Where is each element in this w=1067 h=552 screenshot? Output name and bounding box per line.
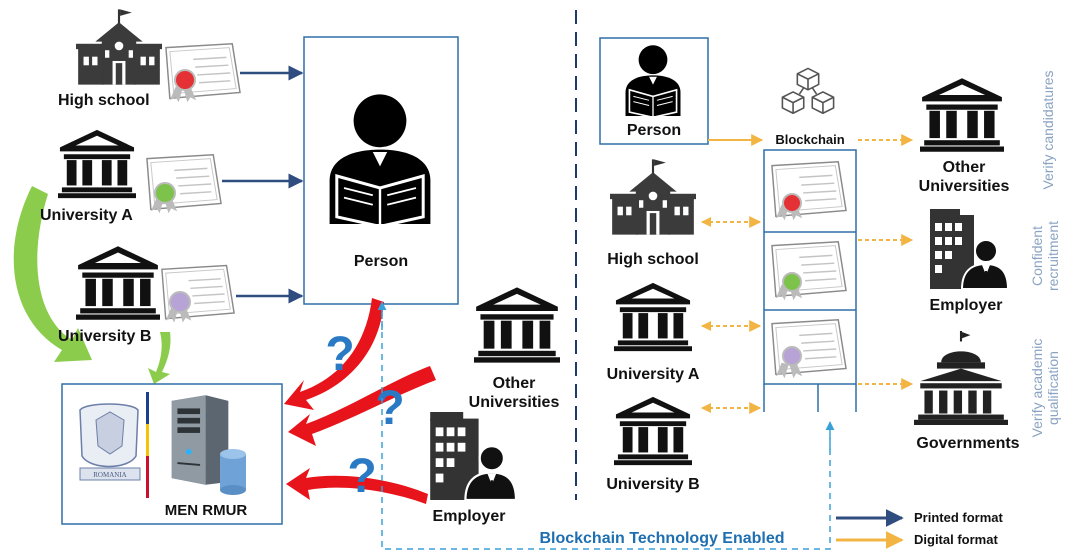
seal-purple-icon <box>782 346 802 366</box>
seal-red-icon <box>174 69 196 91</box>
other-universities-icon <box>474 287 560 363</box>
footer-dashed-line <box>381 310 831 550</box>
green-arrow <box>13 186 92 362</box>
certificate-icon <box>771 240 847 302</box>
flag-stripe-blue <box>146 392 149 424</box>
question-mark: ? <box>347 450 376 503</box>
verify-academic-qualification-label: Verify academic qualification <box>1029 338 1061 438</box>
other-universities-label-right: Other Universities <box>918 159 1010 195</box>
flag-stripe-yellow <box>146 424 149 456</box>
university-a-label-right: University A <box>606 366 700 383</box>
green-arrow <box>148 332 171 384</box>
high-school-label-right: High school <box>607 251 699 268</box>
verify-candidatures-label: Verify candidatures <box>1040 70 1056 190</box>
governments-icon <box>914 331 1008 425</box>
seal-red-icon <box>782 193 802 213</box>
governments-label: Governments <box>916 435 1020 452</box>
database-icon <box>220 449 246 495</box>
university-b-label: University B <box>58 328 152 345</box>
seal-purple-icon <box>169 291 191 313</box>
certificate-icon <box>771 160 847 222</box>
crest-label: ROMANIA <box>93 471 126 479</box>
university-b-icon <box>614 396 692 466</box>
university-a-label: University A <box>40 207 133 224</box>
person-label-right: Person <box>626 122 682 139</box>
employer-label-right: Employer <box>929 297 1003 314</box>
question-mark: ? <box>375 382 404 435</box>
employer-icon <box>429 412 516 500</box>
seal-green-icon <box>782 272 802 292</box>
red-arrow <box>286 468 428 504</box>
seal-green-icon <box>154 182 176 204</box>
high-school-icon <box>76 9 162 85</box>
red-arrow <box>288 366 436 446</box>
employer-label: Employer <box>432 508 506 525</box>
employer-icon <box>928 208 1008 290</box>
other-universities-icon <box>920 78 1004 152</box>
ministry-label: MEN RMUR <box>164 502 248 519</box>
person-label: Person <box>353 253 409 270</box>
university-b-icon <box>76 246 160 320</box>
university-a-icon <box>58 129 136 199</box>
high-school-label: High school <box>58 92 150 109</box>
certificate-icon <box>771 318 847 380</box>
legend-printed-label: Printed format <box>914 510 1003 525</box>
certificate-icon <box>146 153 222 215</box>
blockchain-cubes-icon <box>781 67 835 115</box>
romania-crest-icon: ROMANIA <box>79 403 141 481</box>
high-school-icon <box>610 159 696 235</box>
server-icon <box>170 394 230 486</box>
question-mark: ? <box>325 328 354 381</box>
other-universities-label: Other Universities <box>468 375 560 411</box>
confident-recruitment-label: Confident recruitment <box>1029 220 1061 292</box>
university-a-icon <box>614 282 692 352</box>
red-arrow <box>284 298 384 410</box>
blockchain-label: Blockchain <box>775 132 845 147</box>
footer-label: Blockchain Technology Enabled <box>539 530 785 547</box>
university-b-label-right: University B <box>606 476 700 493</box>
flag-stripe-red <box>146 456 149 498</box>
legend-digital-label: Digital format <box>914 532 998 547</box>
